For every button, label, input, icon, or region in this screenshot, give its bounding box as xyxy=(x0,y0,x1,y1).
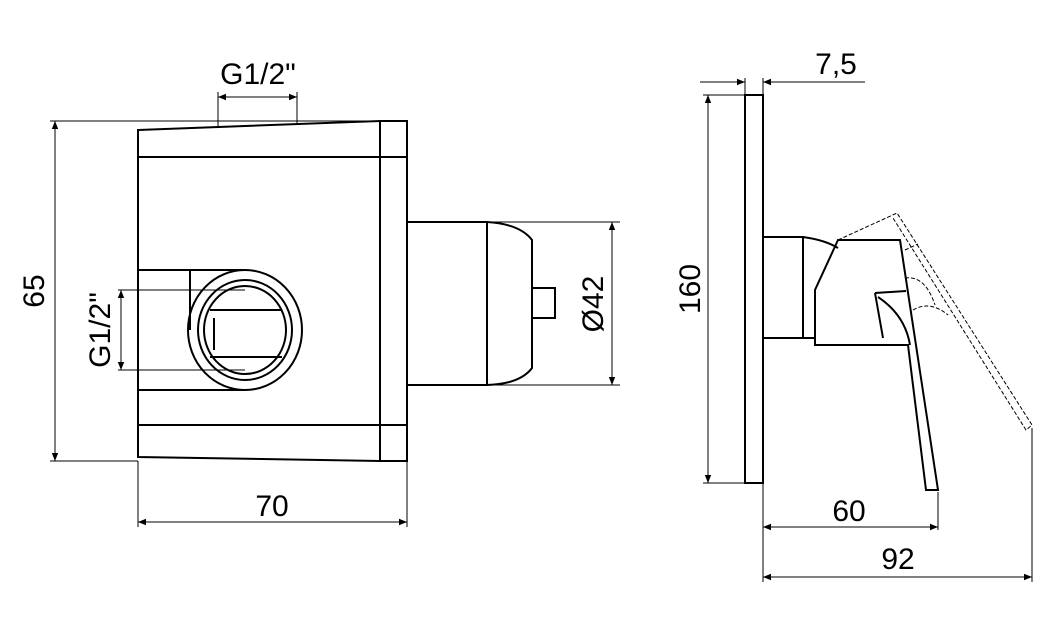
top-thread-label: G1/2" xyxy=(220,58,296,91)
lever-raised-dashed xyxy=(837,212,1033,431)
outlet-inner-ring xyxy=(203,285,287,375)
side-thread-label: G1/2" xyxy=(84,292,117,368)
side-stem xyxy=(762,236,804,339)
spindle xyxy=(531,287,556,319)
valve-stem xyxy=(406,221,488,386)
diameter-label: Ø42 xyxy=(577,276,610,333)
height-label: 65 xyxy=(18,274,51,307)
plate-height-label: 160 xyxy=(674,264,707,314)
valve-cap xyxy=(486,221,533,386)
outlet-channel xyxy=(138,269,243,391)
plate-thickness-label: 7,5 xyxy=(815,48,857,81)
lever-depth-label: 60 xyxy=(832,495,865,528)
side-view: 7,5 160 60 92 xyxy=(674,48,1033,582)
outlet-outer-ring xyxy=(187,269,303,391)
lever-inner xyxy=(874,290,911,346)
outlet-slot xyxy=(210,309,282,358)
front-view: G1/2" 65 G1/2" 70 Ø42 xyxy=(18,58,620,527)
handle-body xyxy=(814,239,940,491)
wall-plate xyxy=(744,94,764,484)
outlet-ring xyxy=(197,279,293,381)
total-depth-label: 92 xyxy=(881,543,914,576)
mixer-body xyxy=(137,119,381,463)
width-label: 70 xyxy=(255,490,288,523)
cover-plate-edge xyxy=(379,120,408,462)
